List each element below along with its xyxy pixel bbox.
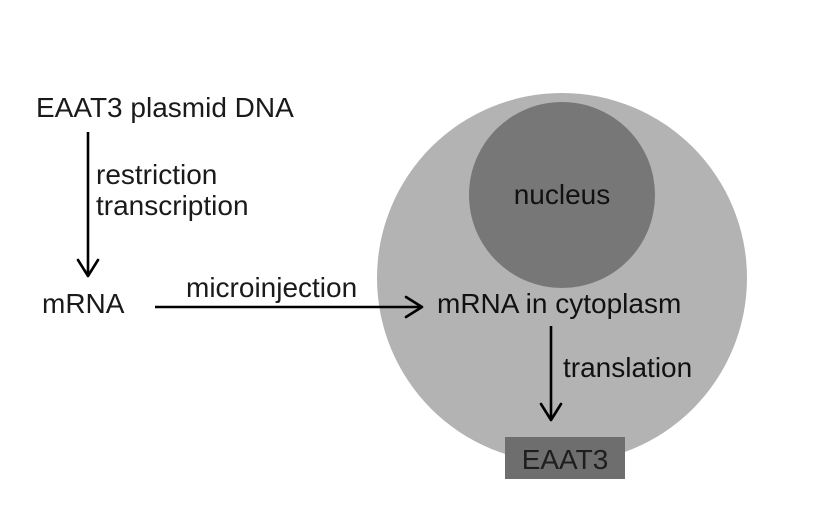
mrna-label: mRNA bbox=[42, 288, 125, 319]
translation-label: translation bbox=[563, 352, 692, 383]
restriction-label: restriction bbox=[96, 159, 217, 190]
eaat3-product-label: EAAT3 bbox=[522, 444, 609, 475]
translation-arrow bbox=[539, 326, 563, 422]
microinjection-label: microinjection bbox=[186, 272, 357, 303]
nucleus bbox=[469, 102, 655, 288]
plasmid-dna-label: EAAT3 plasmid DNA bbox=[36, 92, 294, 123]
transcription-arrow bbox=[76, 132, 100, 278]
nucleus-label: nucleus bbox=[514, 179, 611, 210]
cytoplasm-mrna-label: mRNA in cytoplasm bbox=[437, 288, 681, 319]
transcription-label: transcription bbox=[96, 190, 249, 221]
microinjection-arrow bbox=[155, 295, 424, 319]
eaat3-product-box bbox=[505, 437, 625, 479]
